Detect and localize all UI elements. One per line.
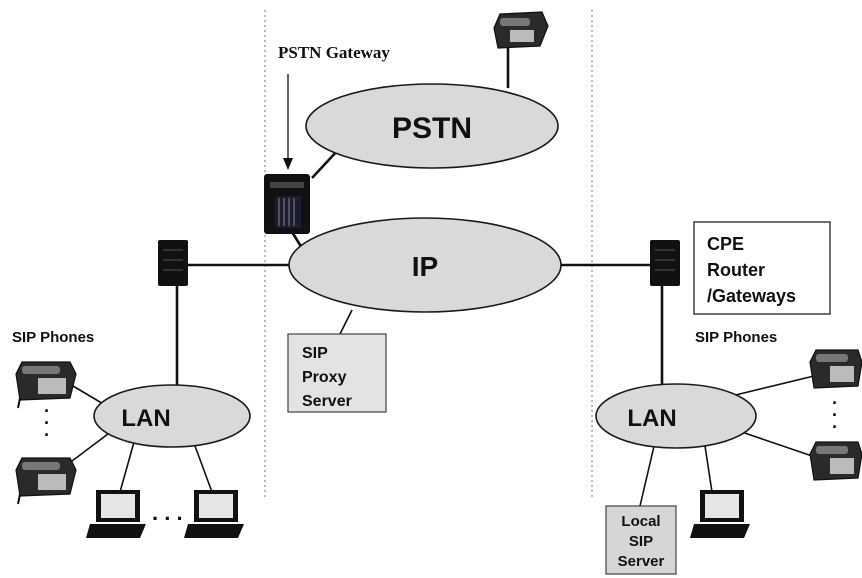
left-phone-2-icon [15, 457, 77, 505]
right-lan-laptop-link [704, 445, 713, 493]
local-sip-line-2: SIP [629, 533, 653, 550]
pstn-gateway-arrowhead [283, 158, 293, 170]
left-laptop-1-icon [86, 490, 146, 538]
pstn-phone-icon [493, 11, 549, 49]
cpe-line-3: /Gateways [707, 286, 796, 306]
pstn-gateway-label: PSTN Gateway [278, 43, 390, 62]
cpe-line-1: CPE [707, 234, 744, 254]
left-phones-dot-1: . [44, 396, 49, 416]
pstn-gateway-device [264, 174, 310, 234]
ip-cloud: IP [288, 217, 562, 313]
right-router-icon [650, 240, 680, 286]
sip-proxy-server-box: SIP Proxy Server [287, 333, 387, 413]
local-sip-server-box: Local SIP Server [605, 505, 677, 575]
left-phones-dot-2: . [44, 408, 49, 428]
lan-left-cloud: LAN [93, 384, 251, 448]
right-phone-2-icon [809, 441, 862, 481]
left-phones-dot-3: . [44, 420, 49, 440]
right-phones-dot-3: . [832, 412, 837, 432]
sip-phones-left-label: SIP Phones [12, 329, 94, 346]
right-phone-1-icon [809, 349, 862, 389]
left-laptop-2-icon [184, 490, 244, 538]
sip-proxy-line-1: SIP [302, 345, 328, 362]
right-phones-dot-2: . [832, 400, 837, 420]
sip-proxy-line-2: Proxy [302, 369, 347, 386]
local-sip-line-3: Server [618, 553, 665, 570]
cpe-line-2: Router [707, 260, 765, 280]
sip-proxy-line-3: Server [302, 393, 352, 410]
pstn-label: PSTN [392, 112, 472, 145]
lan-left-label: LAN [121, 405, 170, 432]
local-sip-line-1: Local [621, 513, 660, 530]
laptops-ellipsis: . . . [152, 500, 183, 525]
right-laptop-icon [690, 490, 750, 538]
right-lan-localsip-link [639, 441, 656, 507]
left-lan-laptop2-link [194, 445, 213, 493]
lan-right-cloud: LAN [595, 383, 757, 449]
left-phone-1-icon [15, 361, 77, 409]
lan-right-label: LAN [627, 405, 676, 432]
ip-to-proxy-link [339, 309, 353, 335]
gateway-to-pstn-link [311, 149, 339, 179]
sip-phones-right-label: SIP Phones [695, 329, 777, 346]
ip-label: IP [412, 251, 438, 282]
right-phones-dot-1: . [832, 388, 837, 408]
left-router-icon [158, 240, 188, 286]
cpe-router-gateways-box: CPE Router /Gateways [693, 221, 831, 315]
left-lan-phone1-link [67, 382, 106, 406]
pstn-cloud: PSTN [305, 83, 559, 169]
left-lan-laptop1-link [119, 441, 135, 493]
